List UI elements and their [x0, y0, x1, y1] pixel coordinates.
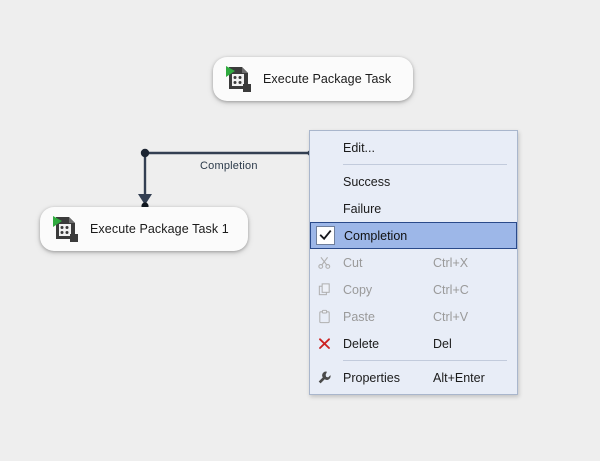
menu-item-label: Edit...: [343, 140, 375, 155]
menu-item-icon-slot: [310, 195, 339, 222]
task-node-label: Execute Package Task 1: [90, 222, 229, 236]
task-node-execute-package-task[interactable]: Execute Package Task: [213, 57, 413, 101]
menu-item-copy: Copy Ctrl+C: [310, 276, 517, 303]
menu-item-shortcut: Del: [433, 336, 452, 351]
menu-item-icon-slot: [310, 134, 339, 161]
menu-item-label: Completion: [344, 228, 408, 243]
connector-label: Completion: [200, 160, 258, 172]
menu-item-success[interactable]: Success: [310, 168, 517, 195]
menu-item-failure[interactable]: Failure: [310, 195, 517, 222]
menu-item-edit[interactable]: Edit...: [310, 134, 517, 161]
task-node-execute-package-task-1[interactable]: Execute Package Task 1: [40, 207, 248, 251]
scissors-icon: [310, 249, 339, 276]
menu-item-label: Paste: [343, 309, 375, 324]
menu-item-label: Success: [343, 174, 391, 189]
menu-item-icon-slot: [310, 168, 339, 195]
menu-separator: [343, 360, 507, 361]
menu-separator: [343, 164, 507, 165]
execute-package-task-icon: [50, 213, 80, 245]
context-menu[interactable]: Edit... Success Failure Com: [309, 130, 518, 395]
wrench-icon: [310, 364, 339, 391]
menu-item-label: Failure: [343, 201, 382, 216]
check-icon: [316, 226, 335, 245]
clipboard-icon: [310, 303, 339, 330]
execute-package-task-icon: [223, 63, 253, 95]
menu-item-properties[interactable]: Properties Alt+Enter: [310, 364, 517, 391]
menu-item-cut: Cut Ctrl+X: [310, 249, 517, 276]
task-node-label: Execute Package Task: [263, 72, 392, 86]
menu-item-delete[interactable]: Delete Del: [310, 330, 517, 357]
menu-item-label: Delete: [343, 336, 380, 351]
menu-item-label: Cut: [343, 255, 363, 270]
menu-item-shortcut: Ctrl+X: [433, 255, 469, 270]
menu-item-checkbox[interactable]: [311, 223, 340, 248]
menu-item-paste: Paste Ctrl+V: [310, 303, 517, 330]
red-x-icon: [310, 330, 339, 357]
menu-item-shortcut: Ctrl+V: [433, 309, 469, 324]
menu-item-label: Properties: [343, 370, 400, 385]
menu-item-shortcut: Ctrl+C: [433, 282, 469, 297]
menu-item-label: Copy: [343, 282, 373, 297]
menu-item-shortcut: Alt+Enter: [433, 370, 485, 385]
precedence-constraint-completion: [138, 148, 313, 210]
copy-icon: [310, 276, 339, 303]
menu-item-completion[interactable]: Completion: [310, 222, 517, 249]
